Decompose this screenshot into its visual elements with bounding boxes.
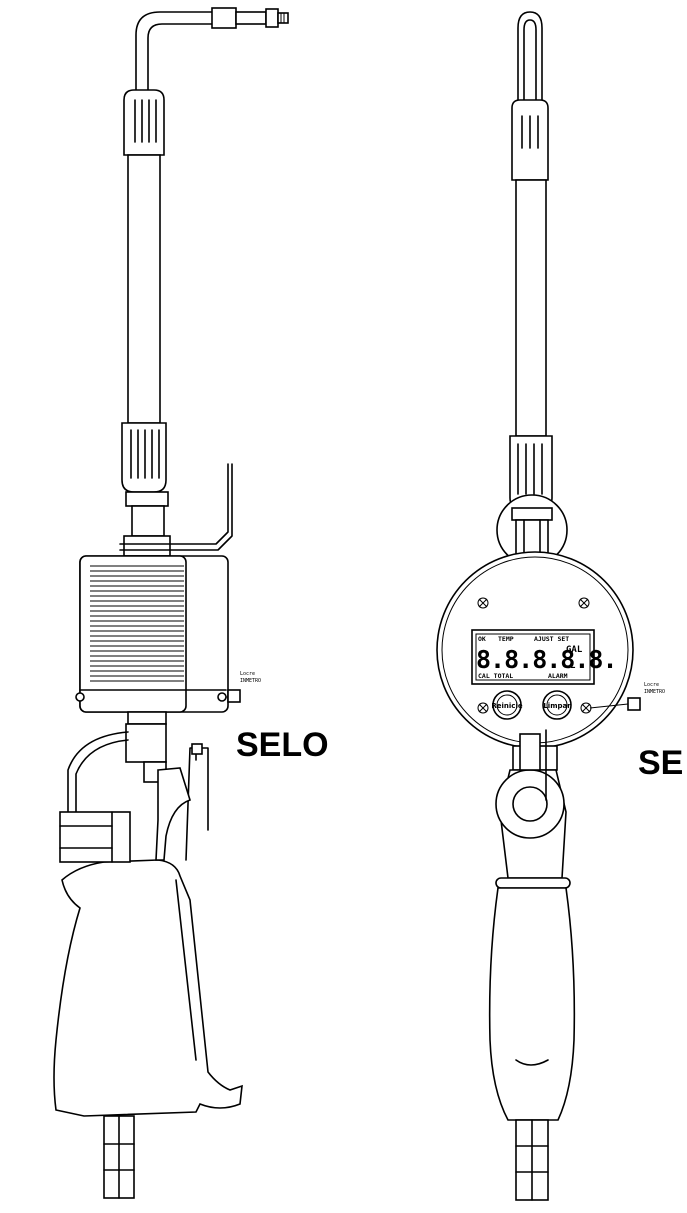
lcd-indicator-temp: TEMP — [498, 635, 514, 643]
front-spout-tip — [517, 11, 543, 101]
side-upper-knurled-ring — [123, 89, 165, 156]
seal-tag-text-line2: INMETRO — [240, 678, 261, 684]
front-seal-tag-text-line1: Locre — [644, 682, 659, 688]
lcd-digits: 8.8.8.8.8. — [476, 645, 617, 674]
side-hose-connector — [59, 811, 131, 863]
seal-label-right: SE — [638, 744, 683, 782]
seal-tag-text-line1: Locre — [240, 671, 255, 677]
side-handle-body — [53, 743, 243, 1117]
lcd-unit-bottom: L — [570, 661, 576, 671]
front-handle — [488, 887, 576, 1121]
side-meter-housing — [75, 555, 229, 713]
side-view-nozzle: Locre INMETRO — [53, 7, 329, 1199]
side-spout-tip — [135, 7, 289, 91]
front-lower-body — [495, 729, 571, 889]
front-spout-tube — [515, 179, 547, 437]
housing-screw-bl — [477, 702, 489, 714]
housing-screw-tl — [477, 597, 489, 609]
lcd-indicator-total: CAL TOTAL — [478, 672, 513, 680]
side-lower-knurled-ring — [121, 422, 167, 493]
side-hose-guard — [67, 731, 129, 813]
lcd-indicator-ok: OK — [478, 635, 486, 643]
side-trigger — [155, 767, 191, 861]
reset-button[interactable]: Reinicie — [491, 690, 523, 720]
front-view-nozzle: OK TEMP AJUST SET 8.8.8.8.8. GAL L CAL T… — [436, 11, 683, 1201]
reset-button-label: Reinicie — [491, 702, 522, 710]
front-upper-knurled-ring — [511, 99, 549, 181]
side-inlet-fitting — [103, 1115, 135, 1199]
side-swivel-coupling — [119, 463, 233, 557]
housing-screw-tr — [578, 597, 590, 609]
clear-button[interactable]: Limpar — [542, 690, 572, 720]
front-seal-tag: Locre INMETRO — [589, 682, 665, 711]
clear-button-label: Limpar — [543, 702, 571, 710]
front-seal-tag-text-line2: INMETRO — [644, 689, 665, 695]
lcd-indicator-ajust: AJUST SET — [534, 635, 569, 643]
lcd-indicator-alarm: ALARM — [548, 672, 568, 680]
front-inlet-fitting — [515, 1119, 549, 1201]
seal-label-left: SELO — [236, 726, 329, 764]
side-seal-tag: Locre INMETRO — [227, 671, 261, 703]
lcd-display: OK TEMP AJUST SET 8.8.8.8.8. GAL L CAL T… — [471, 629, 618, 685]
side-spout-tube — [127, 154, 161, 424]
lcd-unit-top: GAL — [566, 645, 583, 655]
front-swivel-ring — [496, 494, 568, 566]
